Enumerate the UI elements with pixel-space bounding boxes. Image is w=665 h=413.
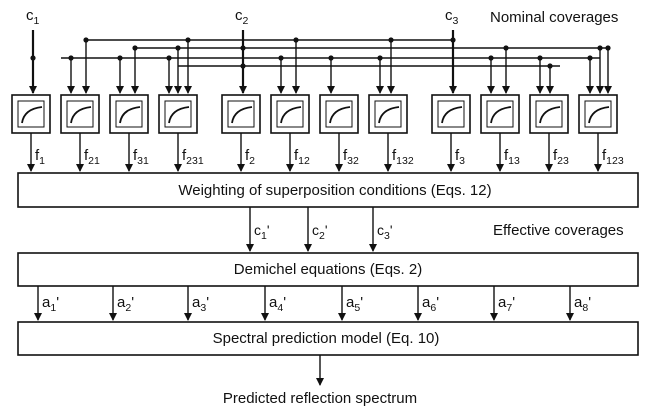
area-label-a5: a5' [346, 294, 363, 314]
input-label-c3: c3 [445, 7, 459, 27]
junction-dot [132, 45, 138, 51]
curve-frame [276, 100, 304, 128]
junction-dot [388, 37, 394, 43]
function-label-f31: f31 [133, 147, 149, 167]
junction-dot [240, 63, 246, 69]
junction-dot [240, 45, 246, 51]
transfer-curve-icon [378, 106, 400, 124]
weighting-label: Weighting of superposition conditions (E… [178, 182, 491, 199]
junction-dot [166, 55, 172, 61]
area-label-a8: a8' [574, 294, 591, 314]
junction-dot [537, 55, 543, 61]
function-boxes: f1 f21 f31 f231 f2 f12 f32 f132 f3 f13 f23 f123 [11, 94, 624, 172]
transfer-curve-icon [539, 106, 561, 124]
function-label-f1: f1 [35, 147, 45, 167]
spectral-label: Spectral prediction model (Eq. 10) [213, 330, 440, 347]
transfer-curve-icon [588, 106, 610, 124]
area-label-a7: a7' [498, 294, 515, 314]
curve-frame [66, 100, 94, 128]
transfer-curve-icon [231, 106, 253, 124]
junction-dot [605, 45, 611, 51]
curve-frame [437, 100, 465, 128]
junction-dot [503, 45, 509, 51]
area-label-a3: a3' [192, 294, 209, 314]
effective-label-c3: c3' [377, 222, 393, 242]
curve-frame [164, 100, 192, 128]
input-label-c2: c2 [235, 7, 249, 27]
effective-coverages-label: Effective coverages [493, 222, 624, 239]
junction-dot [587, 55, 593, 61]
transfer-curve-icon [280, 106, 302, 124]
nominal-coverages-label: Nominal coverages [490, 9, 618, 26]
input-label-c1: c1 [26, 7, 40, 27]
function-label-f123: f123 [602, 147, 624, 167]
transfer-curve-icon [168, 106, 190, 124]
curve-frame [17, 100, 45, 128]
transfer-curve-icon [70, 106, 92, 124]
function-label-f3: f3 [455, 147, 465, 167]
function-label-f21: f21 [84, 147, 100, 167]
spectral-box [17, 321, 639, 356]
area-label-a1: a1' [42, 294, 59, 314]
transfer-curve-icon [329, 106, 351, 124]
junction-dot [83, 37, 89, 43]
function-label-f13: f13 [504, 147, 520, 167]
area-labels: a1' a2' a3' a4' a5' a6' a7' a8' [34, 286, 591, 321]
function-label-f32: f32 [343, 147, 359, 167]
effective-label-c1: c1' [254, 222, 270, 242]
area-label-a4: a4' [269, 294, 286, 314]
area-label-a2: a2' [117, 294, 134, 314]
curve-frame [325, 100, 353, 128]
junction-dot [597, 45, 603, 51]
junction-dot [328, 55, 334, 61]
function-label-f231: f231 [182, 147, 204, 167]
junction-dot [30, 55, 36, 61]
weighting-box [17, 172, 639, 208]
curve-frame [584, 100, 612, 128]
junction-dot [547, 63, 553, 69]
demichel-box [17, 252, 639, 287]
function-label-f2: f2 [245, 147, 255, 167]
function-label-f12: f12 [294, 147, 310, 167]
transfer-curve-icon [490, 106, 512, 124]
connection-lines [29, 30, 612, 386]
junction-dot [117, 55, 123, 61]
transfer-curve-icon [441, 106, 463, 124]
curve-frame [227, 100, 255, 128]
junction-dot [377, 55, 383, 61]
curve-frame [535, 100, 563, 128]
curve-frame [374, 100, 402, 128]
curve-frame [115, 100, 143, 128]
junction-dot [175, 45, 181, 51]
demichel-label: Demichel equations (Eqs. 2) [234, 261, 422, 278]
transfer-curve-icon [21, 106, 43, 124]
junction-dot [293, 37, 299, 43]
area-label-a6: a6' [422, 294, 439, 314]
output-label: Predicted reflection spectrum [223, 390, 417, 407]
junction-dot [450, 37, 456, 43]
junction-dot [185, 37, 191, 43]
curve-frame [486, 100, 514, 128]
function-label-f23: f23 [553, 147, 569, 167]
junction-dot [488, 55, 494, 61]
effective-label-c2: c2' [312, 222, 328, 242]
transfer-curve-icon [119, 106, 141, 124]
junction-dot [278, 55, 284, 61]
function-label-f132: f132 [392, 147, 414, 167]
junction-dot [68, 55, 74, 61]
